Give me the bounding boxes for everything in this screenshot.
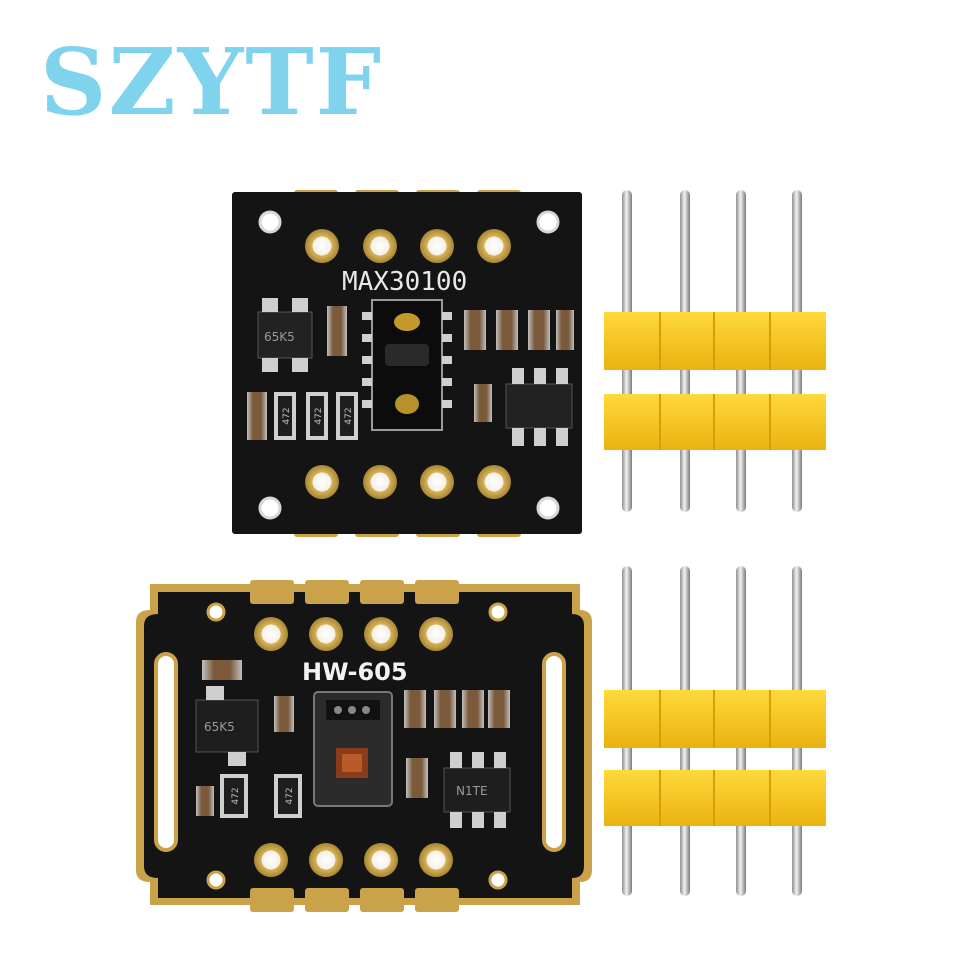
resistor-marking-2: 472 bbox=[314, 407, 324, 424]
max30100-silk-label: MAX30100 bbox=[342, 267, 467, 297]
resistor-marking-1: 472 bbox=[282, 407, 292, 424]
regulator-marking-2: 65K5 bbox=[204, 720, 235, 734]
hw605-board: HW-605 65K5 472 472 bbox=[136, 580, 592, 912]
ic-marking: N1TE bbox=[456, 784, 488, 798]
regulator-marking: 65K5 bbox=[264, 330, 295, 344]
resistor-marking-5: 472 bbox=[285, 787, 295, 804]
resistor-marking-4: 472 bbox=[231, 787, 241, 804]
pin-header-2 bbox=[604, 566, 826, 896]
hw605-silk-label: HW-605 bbox=[302, 658, 408, 686]
max30100-board: MAX30100 65K5 472 472 472 bbox=[232, 190, 582, 537]
pin-header-1 bbox=[604, 190, 826, 512]
resistor-marking-3: 472 bbox=[344, 407, 354, 424]
brand-logo: SZYTF bbox=[40, 28, 384, 136]
